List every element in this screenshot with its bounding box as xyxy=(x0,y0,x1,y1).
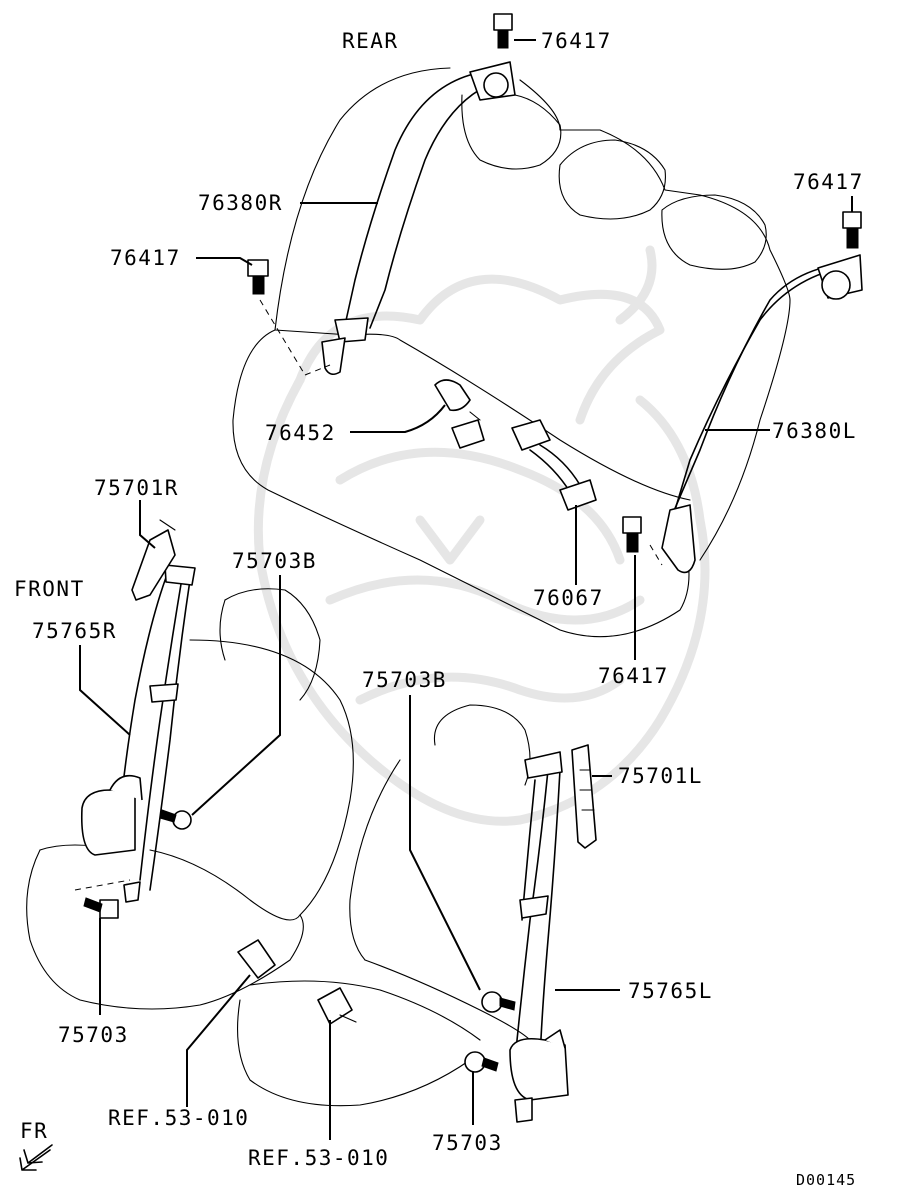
buckle-76452 xyxy=(434,379,485,449)
rear-left-belt xyxy=(649,254,863,574)
front-buckle-right xyxy=(237,939,276,979)
bolt-75703B-left xyxy=(481,991,516,1013)
label-bolt-lower-left: 75703 xyxy=(432,1131,503,1155)
label-fr: FR xyxy=(20,1119,48,1143)
diagram-code: D00145 xyxy=(796,1171,856,1187)
front-left-seat-outline xyxy=(236,704,531,1107)
front-right-belt xyxy=(74,564,196,903)
bolt-top xyxy=(493,13,513,49)
label-bolt-center: 76417 xyxy=(598,664,669,688)
bolt-left xyxy=(247,259,269,295)
bolt-75703-lower-right xyxy=(83,897,119,919)
bolt-right-top xyxy=(842,211,862,249)
label-belt-front-left: 75765L xyxy=(628,979,713,1003)
label-adjuster-right: 75701R xyxy=(94,476,179,500)
adjuster-75701R xyxy=(131,519,176,601)
label-bolt-front-right: 75703B xyxy=(232,549,317,573)
label-bolt-right-top: 76417 xyxy=(793,170,864,194)
bolt-center xyxy=(622,516,642,553)
label-ref-a: REF.53-010 xyxy=(108,1106,249,1130)
rear-right-belt xyxy=(259,61,516,376)
label-bolt-left: 76417 xyxy=(110,246,181,270)
watermark-emblem xyxy=(253,245,710,826)
label-ref-b: REF.53-010 xyxy=(248,1146,389,1170)
label-adjuster-left: 75701L xyxy=(618,764,703,788)
fr-arrow-icon xyxy=(19,1144,53,1171)
label-rear: REAR xyxy=(342,29,399,53)
buckle-76067 xyxy=(511,419,597,511)
bolt-75703-lower-left xyxy=(464,1051,499,1073)
front-left-belt xyxy=(509,751,569,1123)
front-right-seat-outline xyxy=(26,588,354,1010)
label-buckle-76452: 76452 xyxy=(265,421,336,445)
label-belt-front-right: 75765R xyxy=(32,619,117,643)
label-front: FRONT xyxy=(14,577,85,601)
label-bolt-top: 76417 xyxy=(541,29,612,53)
label-buckle-76067: 76067 xyxy=(533,586,604,610)
label-belt-rear-left: 76380L xyxy=(772,419,857,443)
label-bolt-front-left: 75703B xyxy=(362,668,447,692)
label-bolt-lower-right: 75703 xyxy=(58,1023,129,1047)
adjuster-75701L xyxy=(571,744,597,849)
front-buckle-left xyxy=(317,987,357,1025)
leader-lines xyxy=(79,39,853,1140)
label-belt-rear-right: 76380R xyxy=(198,191,283,215)
bolt-75703B-right xyxy=(159,809,192,830)
rear-seat-outline xyxy=(232,67,791,638)
